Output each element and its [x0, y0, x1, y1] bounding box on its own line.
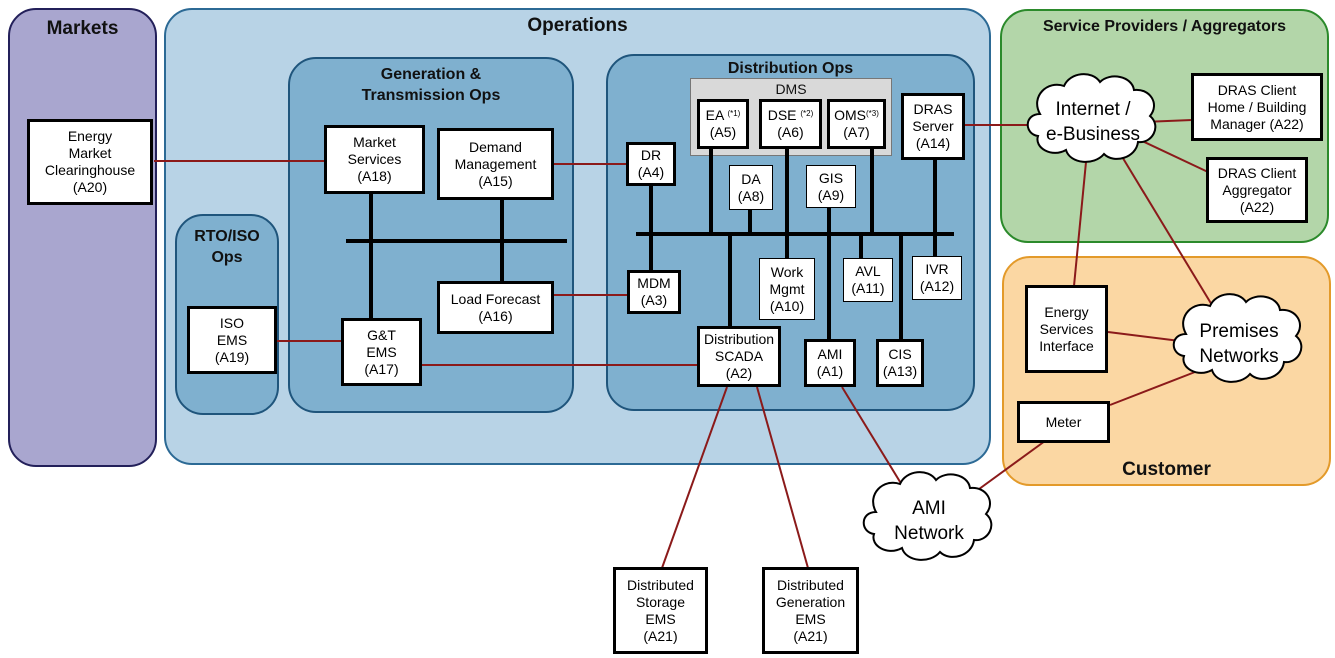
link-esi-premises [1107, 331, 1181, 342]
distribution-ops-title: Distribution Ops [727, 60, 854, 77]
meter-node: Meter [1017, 401, 1110, 443]
link-a2-storage [661, 386, 728, 569]
customer-title: Customer [1122, 459, 1211, 480]
internet-cloud [1026, 73, 1157, 163]
link-internet-aggregator [1139, 139, 1209, 173]
internet-cloud-label: Internet /e-Business [1046, 99, 1140, 145]
link-internet-esi [1073, 161, 1087, 287]
cis-node: CIS(A13) [876, 339, 924, 387]
avl-node: AVL(A11) [843, 258, 893, 302]
load-forecast-node: Load Forecast(A16) [437, 281, 554, 334]
link-a1-ami-network [841, 386, 906, 491]
ivr-node: IVR(A12) [912, 256, 962, 300]
link-meter-premises [1109, 371, 1196, 406]
dms-title: DMS [775, 81, 807, 97]
ami-network-cloud [862, 471, 993, 561]
markets-region [8, 8, 157, 467]
da-node: DA(A8) [729, 165, 773, 210]
gt-ops-region [288, 57, 574, 413]
gis-node: GIS(A9) [806, 165, 856, 208]
link-a2-generation [756, 386, 809, 569]
mdm-node: MDM(A3) [627, 270, 681, 314]
link-meter-ami-network [974, 440, 1046, 493]
gt-ops-title: Generation &Transmission Ops [361, 66, 501, 104]
dse-node: DSE (*2)(A6) [759, 99, 822, 149]
premises-cloud [1172, 293, 1303, 383]
dr-node: DR(A4) [626, 142, 676, 186]
ami-node: AMI(A1) [804, 339, 856, 387]
operations-title: Operations [527, 15, 628, 36]
service-providers-title: Service Providers / Aggregators [1042, 18, 1287, 35]
oms-node: OMS(*3)(A7) [827, 99, 886, 149]
ea-node: EA (*1)(A5) [697, 99, 749, 149]
markets-title: Markets [46, 18, 119, 39]
link-internet-premises [1117, 149, 1216, 311]
